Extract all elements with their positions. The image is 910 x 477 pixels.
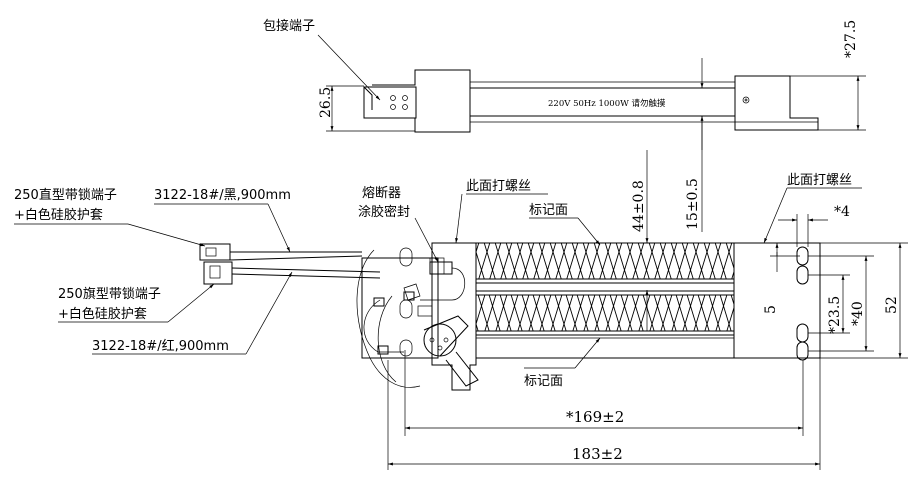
left-end-block	[372, 69, 471, 133]
terminal-plate	[363, 86, 417, 119]
black-sleeve-label: +白色硅胶护套	[14, 207, 103, 223]
red-sleeve-label: +白色硅胶护套	[58, 306, 147, 322]
dim-5: 5	[763, 305, 779, 314]
black-wire-terminal	[199, 243, 231, 261]
right-screw-label: 此面打螺丝	[787, 173, 852, 188]
left-screw-label: 此面打螺丝	[466, 179, 531, 194]
dim-15: 15±0.5	[685, 178, 701, 230]
red-terminal-label: 250旗型带锁端子	[58, 286, 161, 302]
terminal-label: 包接端子	[263, 18, 315, 34]
dimensions: 44±0.8 15±0.5 *4 5 *23.5 *40 52 *169	[387, 150, 908, 470]
dim-52: 52	[884, 296, 900, 314]
black-terminal-label: 250直型带锁端子	[14, 187, 117, 203]
hole-4	[796, 341, 809, 361]
side-warning-text: 220V 50Hz 1000W 请勿触摸	[548, 98, 666, 109]
dim-169: *169±2	[566, 408, 624, 426]
dim-4: *4	[834, 204, 850, 220]
dim-183: 183±2	[572, 445, 623, 463]
thermostat	[403, 283, 479, 387]
wire-red	[231, 267, 381, 273]
red-wire-terminal	[203, 261, 233, 285]
hole-3	[796, 323, 809, 343]
left-end-bracket	[431, 242, 477, 391]
mark-face-bottom: 标记面	[524, 374, 563, 389]
dim-23-5: *23.5	[827, 296, 843, 334]
mark-face-top: 标记面	[529, 203, 568, 218]
dim-40: *40	[850, 301, 866, 326]
annotations: 250直型带锁端子 +白色硅胶护套 3122-18#/黑,900mm 250旗型…	[14, 173, 862, 389]
fin-row-bottom	[476, 295, 734, 331]
dim-26-5: 26.5	[318, 87, 334, 118]
hole-2	[796, 265, 809, 285]
dim-27-5: *27.5	[843, 20, 859, 58]
fuse-label: 熔断器	[362, 186, 401, 201]
dim-44: 44±0.8	[631, 180, 647, 232]
red-wire-spec: 3122-18#/红,900mm	[92, 338, 229, 354]
fuse	[429, 261, 453, 275]
fuse-seal-label: 涂胶密封	[358, 204, 410, 220]
side-view: 220V 50Hz 1000W 请勿触摸 包接端子 26.5 *27.5	[263, 18, 866, 232]
front-view	[199, 242, 821, 391]
fin-row-top	[476, 243, 734, 279]
black-wire-spec: 3122-18#/黑,900mm	[154, 188, 291, 203]
